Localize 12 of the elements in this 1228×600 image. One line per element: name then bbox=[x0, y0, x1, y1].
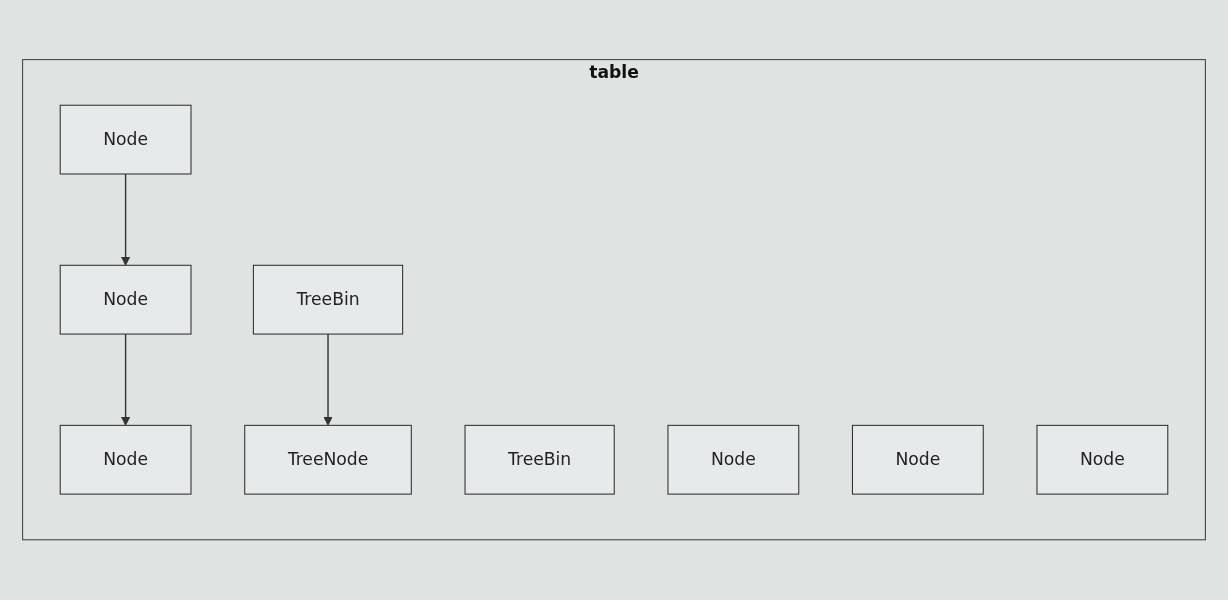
node-box: Node bbox=[851, 425, 984, 495]
node-box: Node bbox=[59, 105, 192, 175]
arrow bbox=[120, 333, 131, 427]
node-box: Node bbox=[1036, 425, 1169, 495]
node-box: TreeBin bbox=[252, 265, 404, 335]
node-box: Node bbox=[59, 425, 192, 495]
node-box: Node bbox=[59, 265, 192, 335]
node-box: Node bbox=[667, 425, 800, 495]
arrow bbox=[323, 333, 333, 427]
node-box: TreeBin bbox=[464, 425, 615, 495]
arrow bbox=[120, 173, 131, 267]
node-box: TreeNode bbox=[244, 425, 412, 495]
